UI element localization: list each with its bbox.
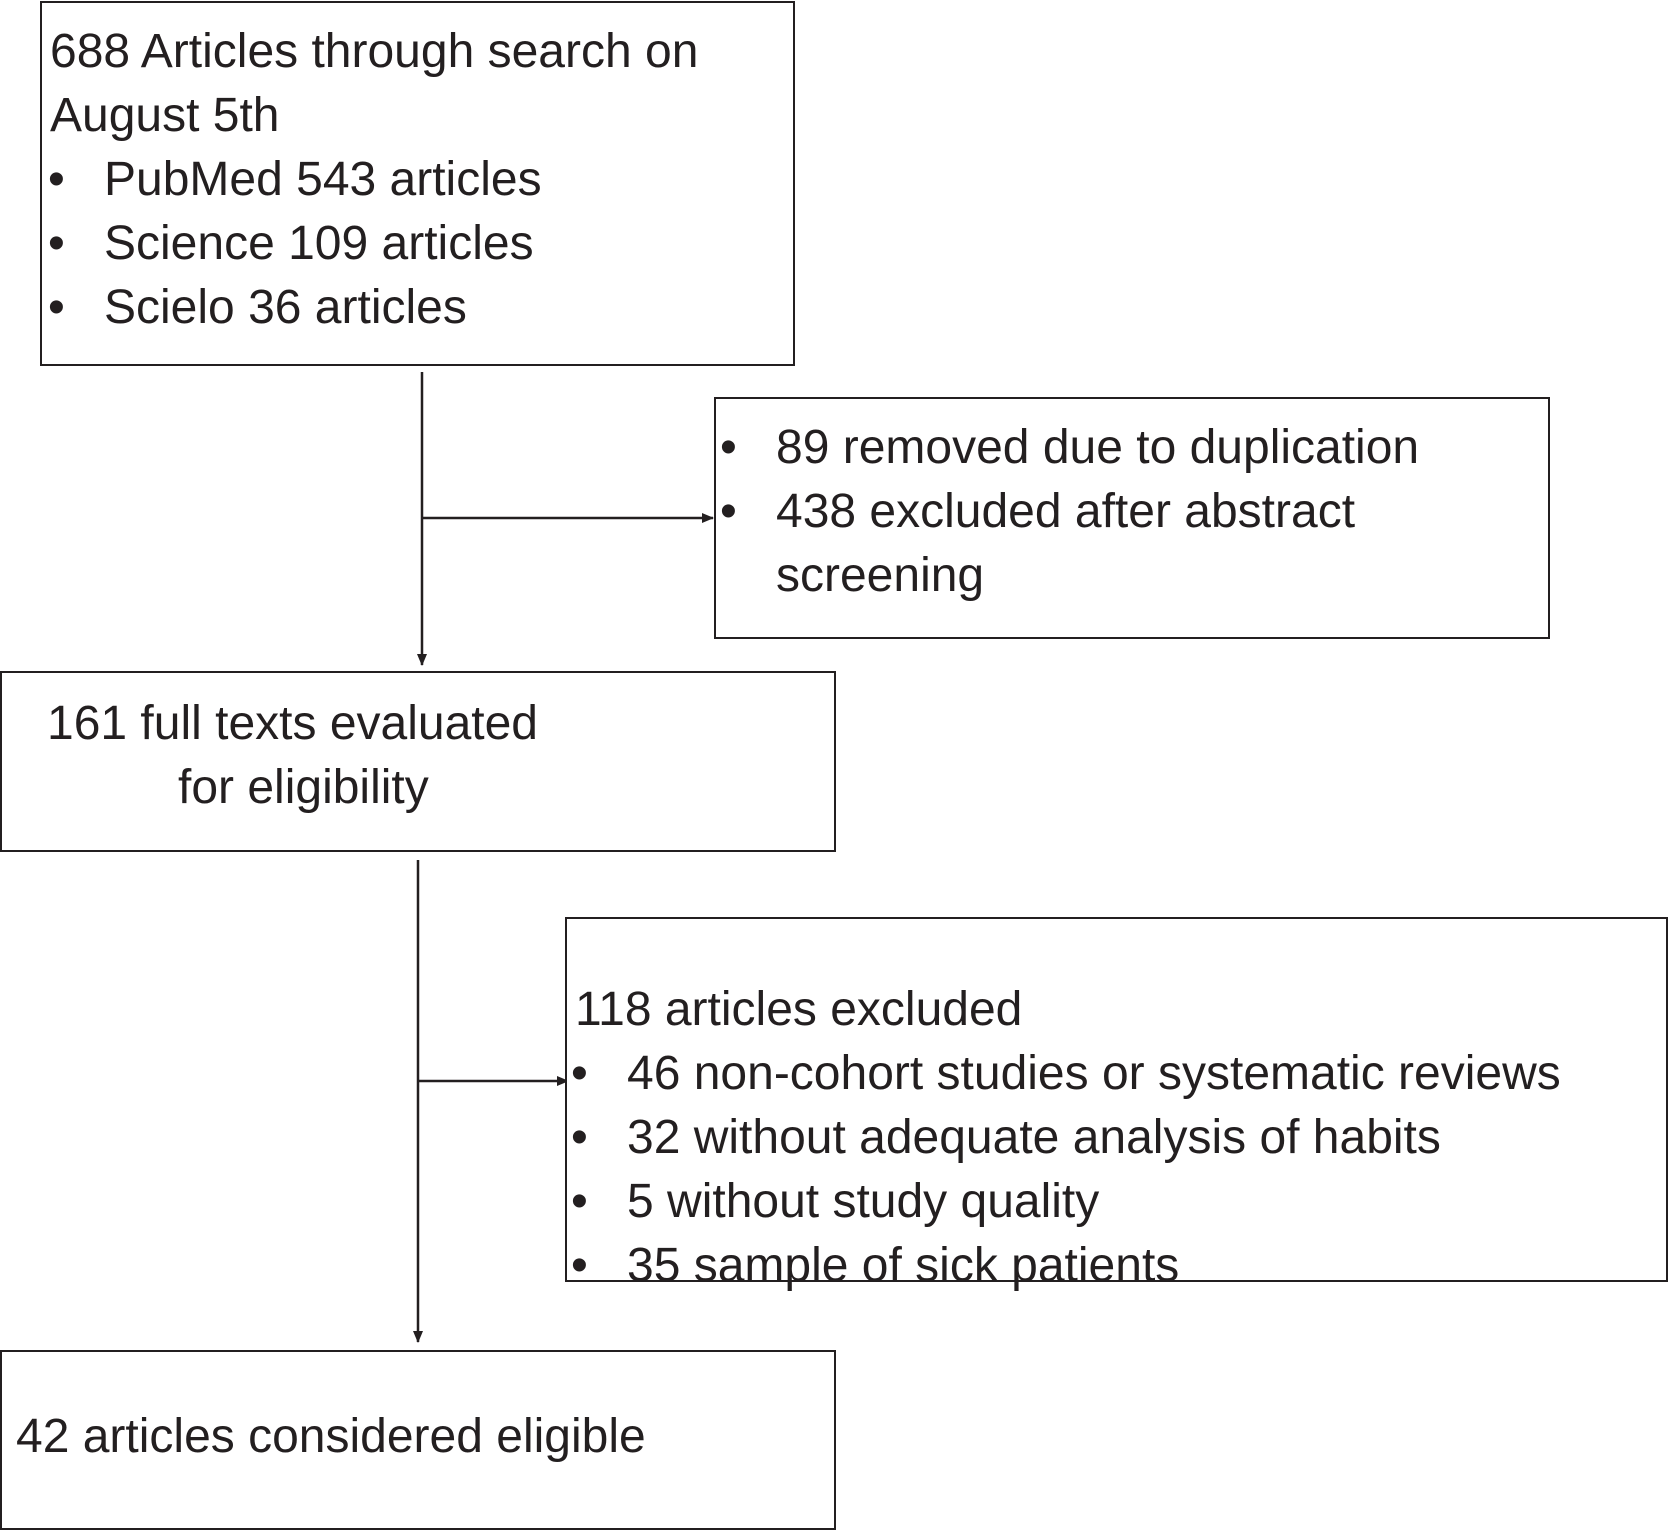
exclusion-item-study-quality: 5 without study quality <box>567 1170 1561 1234</box>
eligibility-box: 161 full texts evaluated for eligibility <box>0 671 836 852</box>
fulltext-exclusions-heading: 118 articles excluded <box>575 983 1023 1036</box>
fulltext-exclusions-list: 46 non-cohort studies or systematic revi… <box>567 1042 1561 1298</box>
exclusion-item-abstract-screening: 438 excluded after abstract <box>716 480 1419 544</box>
screening-exclusions-box: 89 removed due to duplication 438 exclud… <box>714 397 1550 639</box>
eligibility-line1: 161 full texts evaluated <box>47 697 538 750</box>
source-item-scielo: Scielo 36 articles <box>44 276 542 340</box>
fulltext-exclusions-box: 118 articles excluded 46 non-cohort stud… <box>565 917 1668 1298</box>
exclusion-item-non-cohort: 46 non-cohort studies or systematic revi… <box>567 1042 1561 1106</box>
included-label: 42 articles considered eligible <box>16 1410 646 1463</box>
exclusion-item-habits-analysis: 32 without adequate analysis of habits <box>567 1106 1561 1170</box>
exclusion-item-duplication: 89 removed due to duplication <box>716 416 1419 480</box>
screening-exclusions-list: 89 removed due to duplication 438 exclud… <box>716 416 1419 544</box>
source-item-science: Science 109 articles <box>44 212 542 276</box>
identification-source-list: PubMed 543 articles Science 109 articles… <box>44 148 542 340</box>
identification-box: 688 Articles through search on August 5t… <box>40 1 795 366</box>
identification-heading-line1: 688 Articles through search on <box>50 25 699 78</box>
included-box: 42 articles considered eligible <box>0 1350 836 1530</box>
source-item-pubmed: PubMed 543 articles <box>44 148 542 212</box>
exclusion-item-abstract-screening-continuation: screening <box>776 549 985 602</box>
identification-heading-line2: August 5th <box>50 89 280 142</box>
eligibility-line2: for eligibility <box>178 761 429 814</box>
exclusion-item-sick-patients: 35 sample of sick patients <box>567 1234 1561 1298</box>
